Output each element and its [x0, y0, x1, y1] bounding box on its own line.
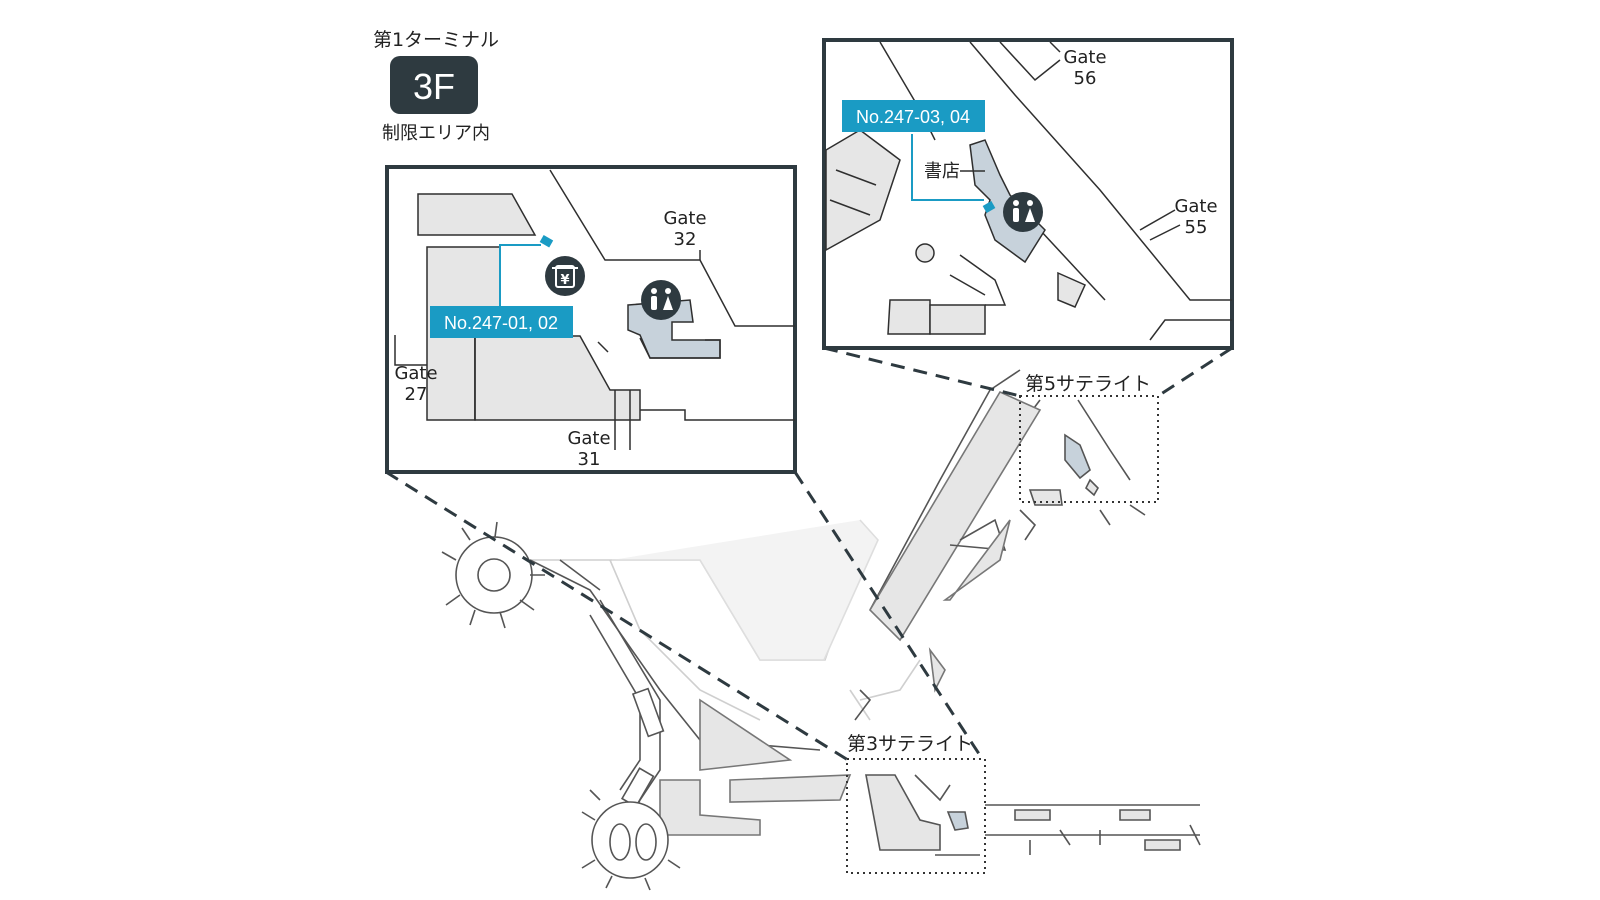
atm-label-box-left	[430, 306, 573, 338]
satellite-3-pier	[985, 804, 1201, 855]
atm-marker-left	[539, 235, 554, 248]
area-label: 制限エリア内	[382, 123, 490, 144]
gate-55-name: Gate	[1174, 196, 1217, 217]
inset-satellite-5: No.247-03, 04 書店 Gate 56 Gate 55	[822, 38, 1234, 350]
bookstore-label: 書店	[924, 161, 960, 182]
atm-number-right: No.247-03, 04	[856, 107, 970, 127]
gate-55-number: 55	[1185, 217, 1208, 238]
floor-badge	[390, 56, 478, 114]
overview-map: 第5サテライト 第3サテライト	[441, 369, 1201, 891]
satellite-3-label: 第3サテライト	[847, 733, 973, 755]
restroom-icon	[641, 280, 681, 320]
gate-31-number: 31	[578, 449, 601, 470]
gate-27-name: Gate	[394, 363, 437, 384]
satellite-5-detail	[1028, 399, 1146, 526]
pillar	[915, 243, 935, 263]
atm-yen-icon: ¥	[545, 256, 585, 296]
atm-leader-right	[911, 134, 984, 201]
gate-56-number: 56	[1074, 68, 1097, 89]
atm-number-left: No.247-01, 02	[444, 313, 558, 333]
atm-leader-left	[499, 244, 541, 310]
callout-connectors	[385, 346, 1233, 762]
gate-56-name: Gate	[1063, 47, 1106, 68]
focus-box-satellite-5	[1019, 395, 1159, 503]
restroom-icon	[1003, 192, 1043, 232]
gate-31-name: Gate	[567, 428, 610, 449]
satellite-5-pier	[854, 369, 1042, 721]
atm-marker-right	[982, 201, 996, 213]
gate-27-number: 27	[405, 384, 428, 405]
inset-satellite-3: ¥ No.247-01, 02 Gate 32 Gate 27 Gate 31	[385, 165, 797, 474]
terminal-name: 第1ターミナル	[373, 29, 499, 51]
floor-header: 第1ターミナル 3F 制限エリア内	[373, 29, 499, 144]
south-satellite	[581, 789, 681, 891]
west-pier	[589, 599, 852, 836]
gate-32-name: Gate	[663, 208, 706, 229]
floor-label: 3F	[413, 66, 455, 107]
atm-label-box-right	[842, 100, 985, 132]
svg-text:¥: ¥	[560, 273, 569, 288]
satellite-3-detail	[865, 774, 980, 856]
gate-32-number: 32	[674, 229, 697, 250]
satellite-5-label: 第5サテライト	[1025, 373, 1151, 395]
